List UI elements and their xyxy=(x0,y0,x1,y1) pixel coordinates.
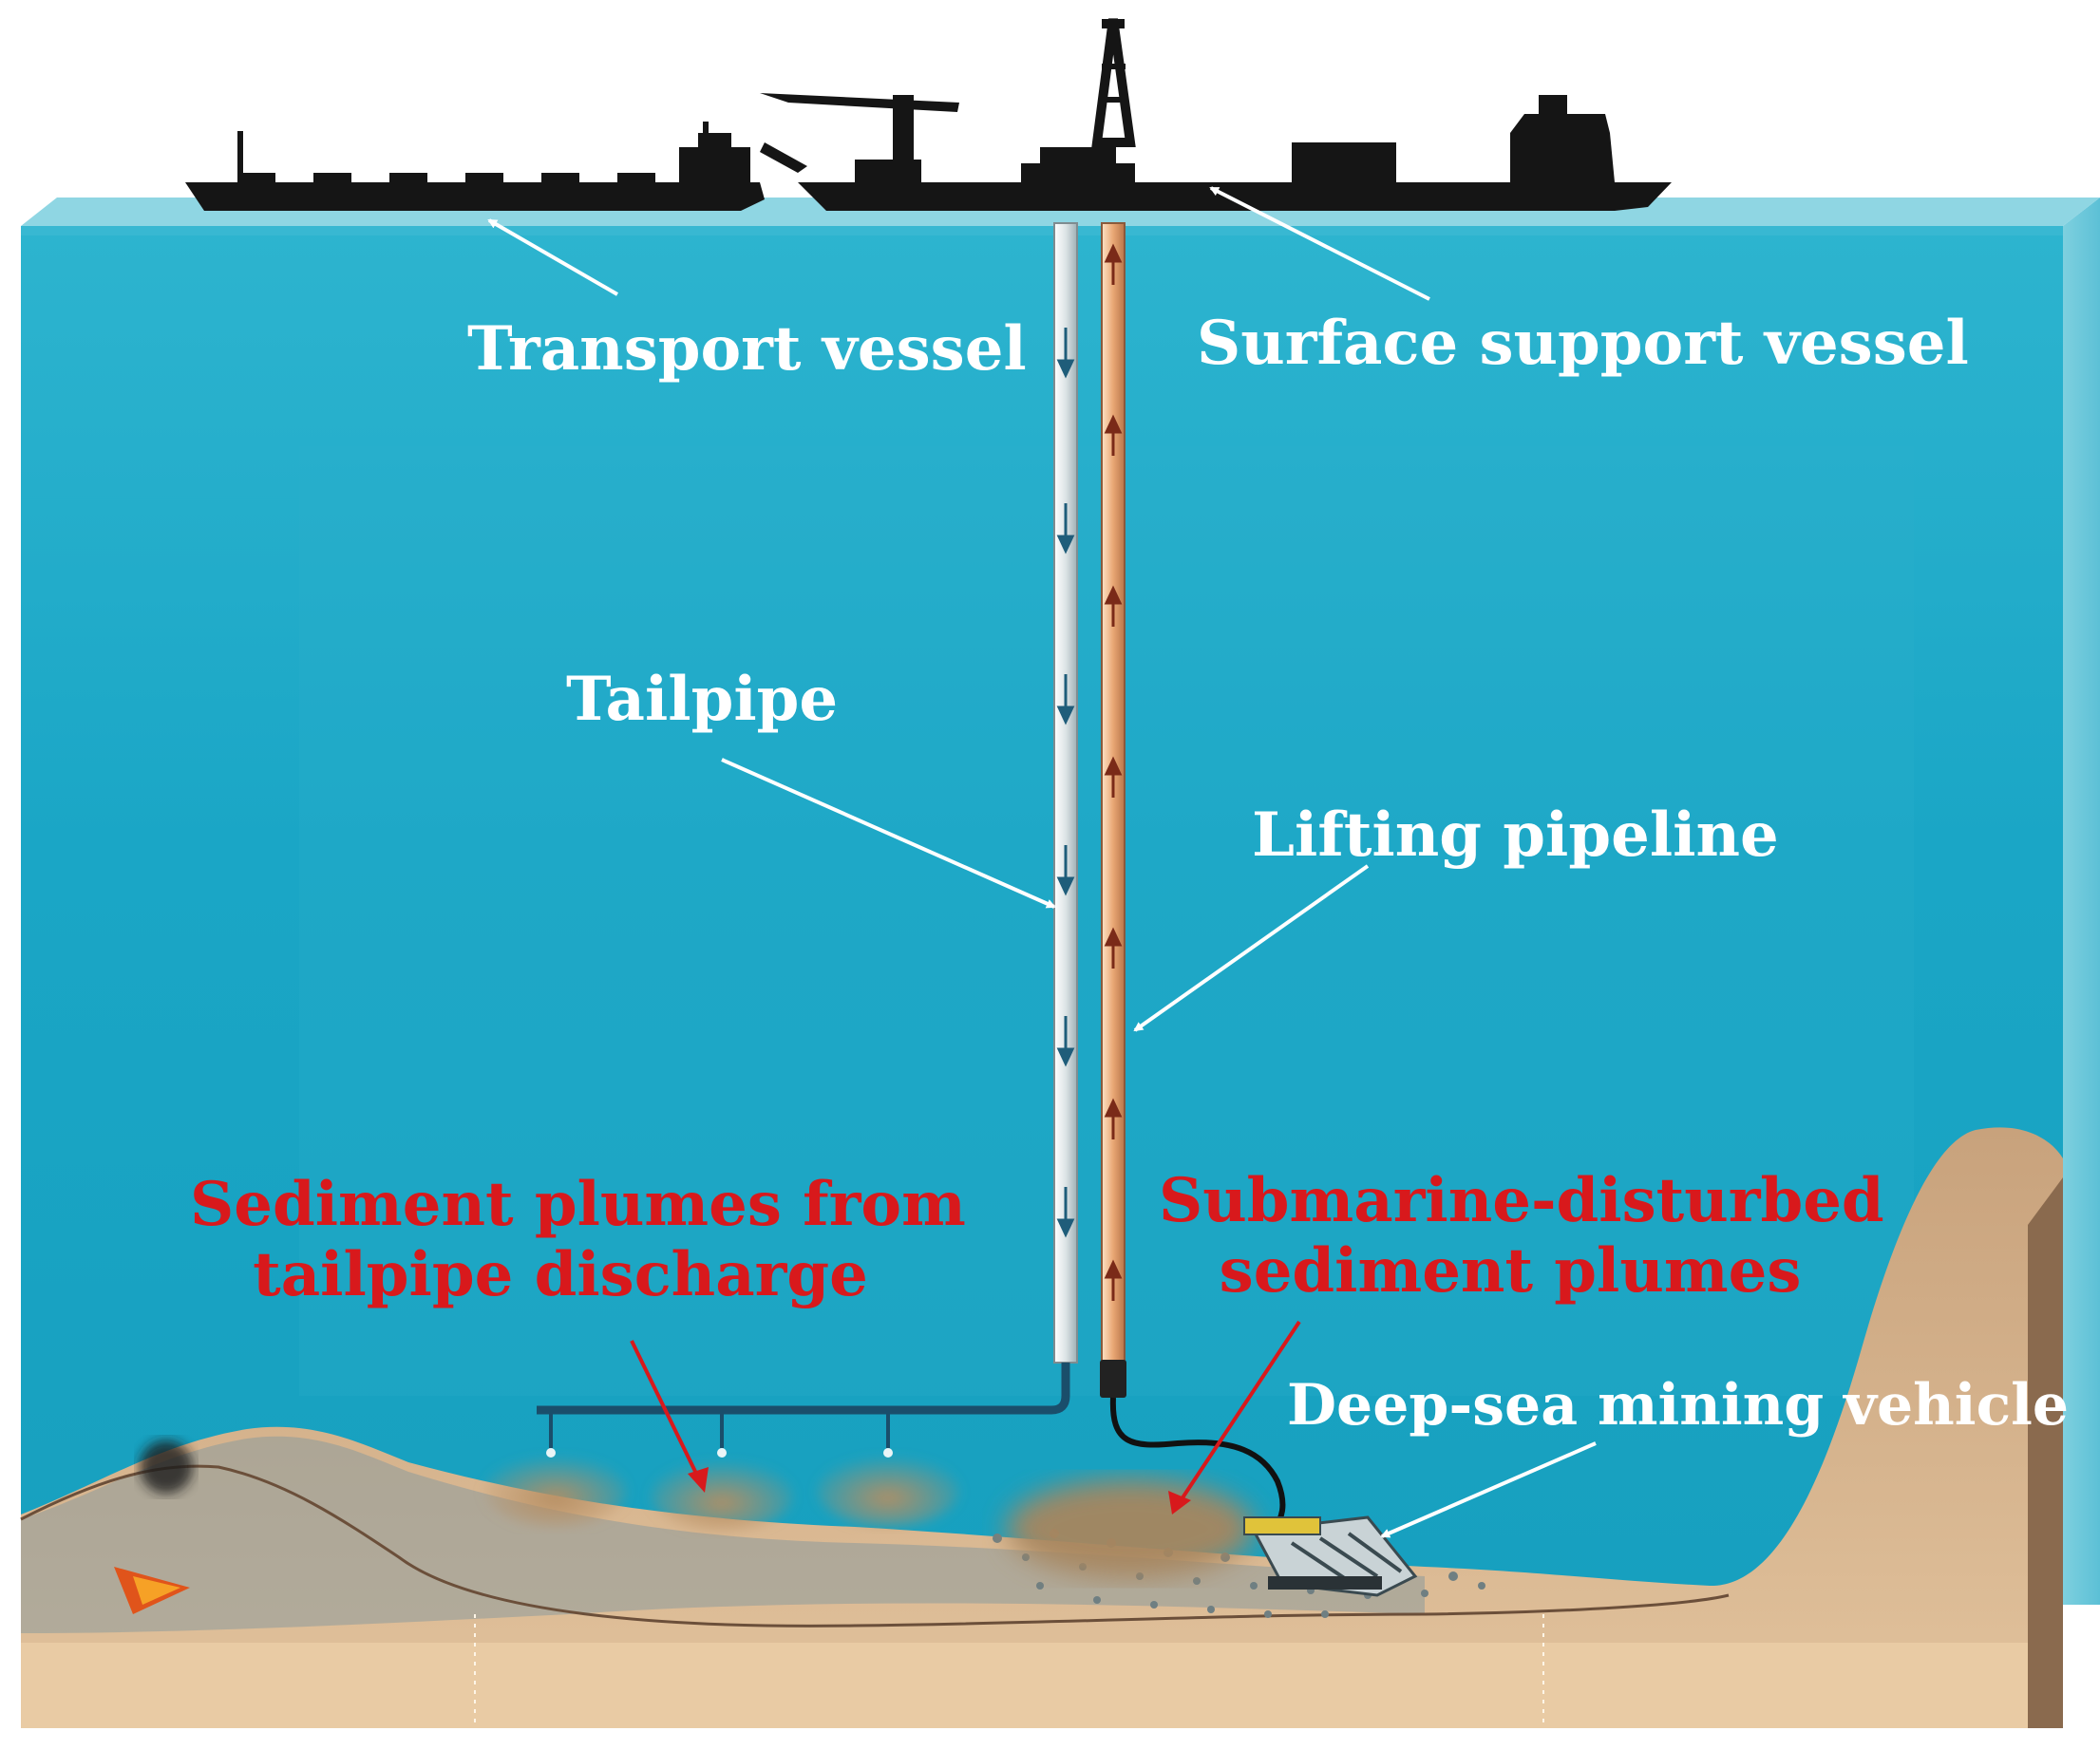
submarine-plumes-label-line2: sediment plumes xyxy=(1219,1234,1802,1307)
tailpipe-plumes-label-line2: tailpipe discharge xyxy=(253,1238,868,1310)
transport-vessel-label: Transport vessel xyxy=(467,313,1027,385)
lifting-pipeline-arrow xyxy=(1133,864,1370,1032)
mining-vehicle xyxy=(1243,1515,1418,1597)
transport-ship-silhouette xyxy=(185,122,765,211)
tailpipe-plumes xyxy=(484,1455,959,1532)
tailpipe-label: Tailpipe xyxy=(566,664,839,735)
surface-support-vessel-label: Surface support vessel xyxy=(1197,308,1969,379)
vehicle-plume xyxy=(1007,1479,1254,1578)
submarine-plumes-label: Submarine-disturbed sediment plumes xyxy=(1159,1165,1884,1307)
transport-vessel-arrow xyxy=(487,218,619,296)
tailpipe-plumes-label-line1: Sediment plumes from xyxy=(190,1169,966,1240)
tailpipe-flow-arrows xyxy=(1056,328,1075,1238)
support-vessel-arrow xyxy=(1209,186,1430,301)
tailpipe-plumes-label: Sediment plumes from tailpipe discharge xyxy=(190,1169,966,1310)
seabed xyxy=(20,1127,2063,1728)
vehicle-plume-arrow xyxy=(1176,1320,1301,1507)
tailpipe-plume-arrow xyxy=(630,1340,703,1484)
hydrothermal-vent xyxy=(114,1440,193,1614)
mining-vehicle-arrow xyxy=(1380,1441,1597,1538)
label-arrows xyxy=(487,186,1597,1538)
submarine-plumes-label-line1: Submarine-disturbed xyxy=(1159,1165,1884,1236)
mining-vehicle-label: Deep-sea mining vehicle xyxy=(1287,1372,2070,1439)
tailpipe-arrow xyxy=(721,758,1056,909)
lifting-pipeline-label: Lifting pipeline xyxy=(1252,800,1779,871)
support-ship-silhouette xyxy=(760,18,1672,211)
tailpipe xyxy=(537,222,1078,1458)
lifting-flow-arrows xyxy=(1104,243,1123,1301)
